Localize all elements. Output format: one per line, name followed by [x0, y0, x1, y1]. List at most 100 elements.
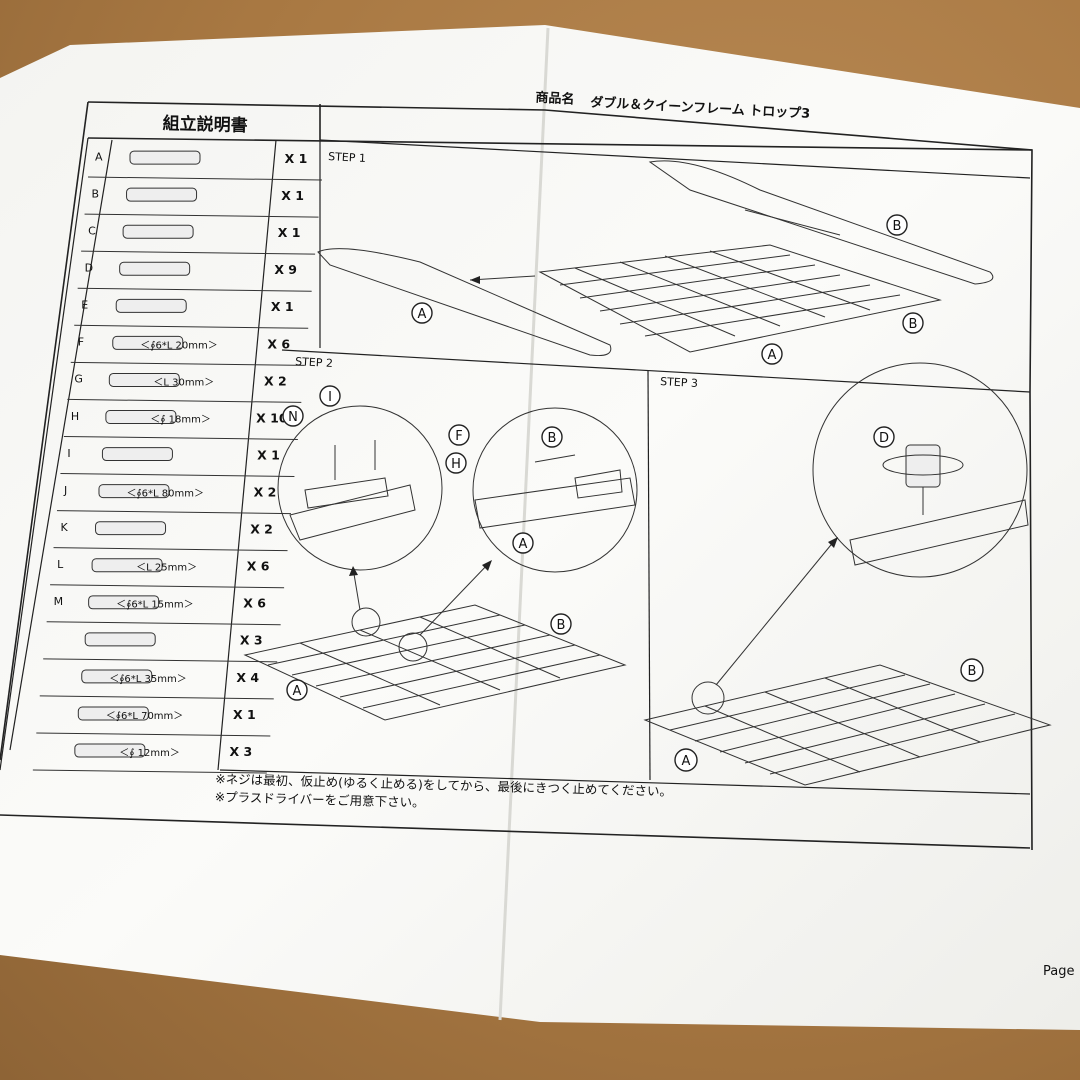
parts-row-divider	[74, 324, 309, 329]
detail-circle-step3	[812, 362, 1028, 578]
detail-circle-left	[277, 405, 443, 571]
part-letter: D	[85, 262, 93, 275]
parts-row-divider	[36, 732, 271, 737]
svg-text:A: A	[519, 537, 528, 552]
parts-row-divider	[32, 769, 267, 774]
part-quantity: X 1	[257, 447, 280, 462]
callout-b-top: B	[886, 214, 908, 236]
part-letter: G	[74, 373, 83, 386]
part-illustration-icon	[98, 484, 170, 499]
callout-b-lower: B	[550, 613, 572, 635]
part-letter: K	[61, 521, 69, 534]
part-quantity: X 4	[236, 670, 259, 685]
part-spec: ＜∮6*L 15mm＞	[116, 600, 194, 611]
callout-a-bottom: A	[761, 343, 783, 365]
part-quantity: X 3	[240, 633, 263, 648]
parts-row-divider	[56, 510, 291, 515]
part-illustration-icon	[119, 261, 191, 276]
slat-frame-step2	[243, 604, 627, 721]
fold-crease	[498, 27, 550, 1021]
svg-text:D: D	[879, 431, 889, 446]
part-letter: H	[71, 410, 79, 423]
callout-b-step3: B	[960, 658, 984, 682]
callout-n: N	[282, 405, 304, 427]
part-letter: B	[92, 187, 100, 200]
callout-b-detail: B	[541, 426, 563, 448]
part-quantity: X 1	[271, 299, 294, 314]
parts-row-divider	[67, 398, 302, 403]
parts-row-divider	[53, 547, 288, 552]
part-illustration-icon	[95, 521, 167, 536]
slat-frame-step3	[643, 664, 1052, 786]
part-illustration-icon	[122, 224, 194, 239]
part-spec: ＜∮6*L 35mm＞	[109, 674, 187, 685]
svg-text:B: B	[548, 431, 557, 446]
parts-row-divider	[70, 361, 305, 366]
step-3-panel: STEP 3 D B A	[643, 362, 1052, 786]
parts-row-divider	[63, 435, 298, 440]
svg-text:F: F	[455, 429, 462, 444]
part-illustration-icon	[88, 595, 160, 610]
part-illustration-icon	[115, 298, 187, 313]
svg-text:B: B	[557, 618, 566, 633]
parts-row-divider	[77, 287, 312, 292]
part-quantity: X 3	[230, 744, 253, 759]
outer-frame	[0, 101, 1033, 851]
callout-d: D	[873, 426, 895, 448]
step-1-title: STEP 1	[328, 150, 366, 165]
parts-row-divider	[50, 584, 285, 589]
callout-a-left: A	[411, 302, 433, 324]
part-illustration-icon	[84, 632, 156, 647]
svg-text:N: N	[288, 410, 298, 425]
svg-text:A: A	[768, 348, 777, 363]
part-spec: ＜∮6*L 20mm＞	[140, 340, 218, 351]
parts-row-divider	[43, 658, 278, 663]
product-label: 商品名	[535, 89, 575, 107]
part-letter: M	[54, 595, 64, 608]
part-illustration-icon	[112, 335, 184, 350]
part-quantity: X 10	[256, 410, 288, 425]
svg-text:A: A	[682, 754, 691, 769]
part-quantity: X 9	[274, 262, 297, 277]
part-illustration-icon	[91, 558, 163, 573]
part-quantity: X 1	[278, 225, 301, 240]
svg-text:B: B	[893, 219, 902, 234]
paper	[0, 25, 1080, 1030]
step-2-panel: STEP 2 N I F H B A	[243, 355, 638, 721]
part-quantity: X 2	[250, 522, 273, 537]
step-2-title: STEP 2	[295, 355, 333, 370]
part-quantity: X 1	[233, 707, 256, 722]
part-quantity: X 1	[281, 188, 304, 203]
callout-i: I	[319, 385, 341, 407]
part-quantity: X 2	[264, 373, 287, 388]
part-quantity: X 6	[267, 336, 290, 351]
parts-table	[0, 137, 277, 771]
part-letter: L	[57, 558, 64, 571]
svg-text:B: B	[909, 317, 918, 332]
part-letter: A	[95, 150, 103, 163]
part-spec: ＜∮6*L 70mm＞	[106, 711, 184, 722]
step-3-title: STEP 3	[660, 375, 698, 390]
part-illustration-icon	[81, 669, 153, 684]
part-illustration-icon	[126, 187, 198, 202]
parts-row-divider	[87, 176, 323, 181]
part-letter: E	[81, 299, 88, 312]
part-illustration-icon	[74, 743, 146, 758]
callout-a-step3: A	[674, 748, 698, 772]
part-spec: ＜∮ 12mm＞	[119, 748, 180, 759]
part-spec: ＜∮ 18mm＞	[150, 414, 211, 425]
callout-a-detail: A	[512, 532, 534, 554]
page-label: Page	[1043, 964, 1074, 979]
part-quantity: X 6	[243, 596, 266, 611]
parts-row-divider	[84, 213, 319, 218]
svg-text:A: A	[293, 684, 302, 699]
parts-row-divider	[81, 250, 316, 255]
part-illustration-icon	[101, 447, 173, 462]
callout-f: F	[448, 424, 470, 446]
part-quantity: X 1	[285, 151, 308, 166]
part-illustration-icon	[129, 150, 201, 165]
svg-text:H: H	[451, 457, 461, 472]
callout-b-right: B	[902, 312, 924, 334]
part-letter: I	[67, 447, 70, 460]
